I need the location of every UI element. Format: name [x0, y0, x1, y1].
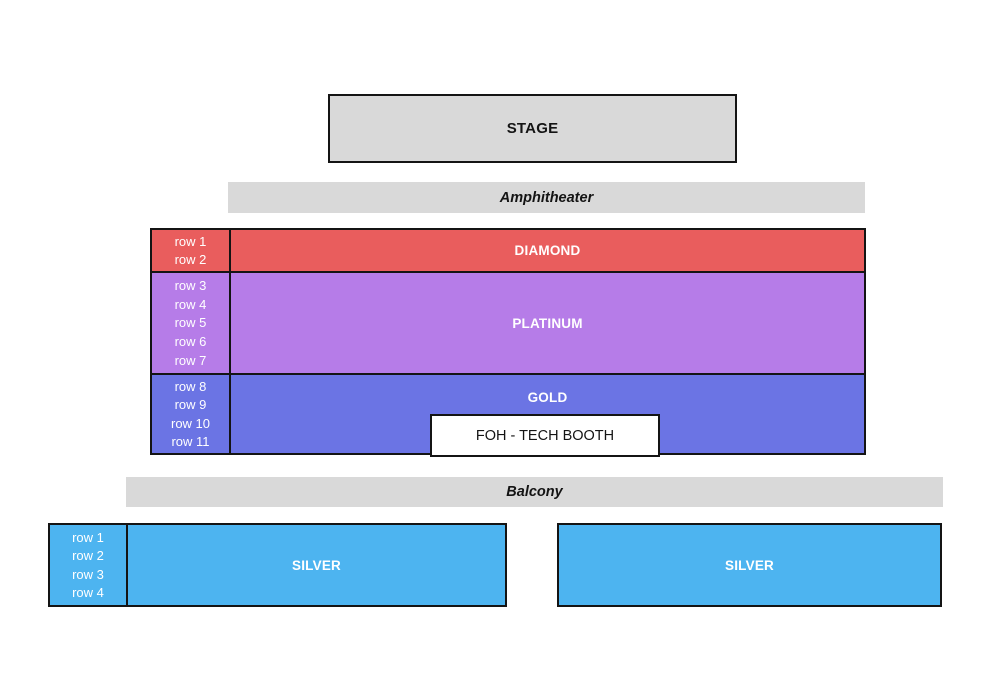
- row-label: row 9: [174, 397, 207, 413]
- row-label: row 5: [174, 315, 207, 331]
- row-label: row 2: [174, 252, 207, 267]
- diamond-label: DIAMOND: [514, 243, 581, 258]
- row-label: row 3: [174, 277, 207, 293]
- row-label: row 11: [171, 433, 210, 449]
- stage-label: STAGE: [506, 120, 559, 137]
- silver-right-label: SILVER: [725, 557, 774, 573]
- row-label: row 8: [174, 379, 207, 395]
- row-label: row 10: [170, 415, 211, 431]
- row-label: row 1: [174, 234, 207, 249]
- silver-left-area: SILVER: [128, 525, 505, 605]
- section-silver-right: SILVER: [557, 523, 942, 607]
- silver-left-row-labels: row 1 row 2 row 3 row 4: [50, 525, 128, 605]
- foh-tech-booth: FOH - TECH BOOTH: [430, 414, 660, 457]
- section-silver-left: row 1 row 2 row 3 row 4 SILVER: [48, 523, 507, 607]
- balcony-bar: Balcony: [126, 477, 943, 507]
- row-label: row 3: [72, 566, 104, 582]
- section-diamond: row 1 row 2 DIAMOND: [152, 230, 864, 271]
- row-label: row 7: [174, 353, 207, 369]
- amphitheater-seating-block: row 1 row 2 DIAMOND row 3 row 4 row 5 ro…: [150, 228, 866, 455]
- diamond-row-labels: row 1 row 2: [152, 230, 231, 271]
- row-label: row 4: [72, 585, 104, 601]
- balcony-label: Balcony: [506, 484, 563, 500]
- platinum-row-labels: row 3 row 4 row 5 row 6 row 7: [152, 273, 231, 373]
- gold-label: GOLD: [527, 390, 568, 405]
- platinum-area: PLATINUM: [231, 273, 864, 373]
- diamond-area: DIAMOND: [231, 230, 864, 271]
- silver-left-label: SILVER: [292, 557, 341, 573]
- row-label: row 2: [72, 548, 104, 564]
- section-platinum: row 3 row 4 row 5 row 6 row 7 PLATINUM: [152, 271, 864, 373]
- gold-area: GOLD: [231, 375, 864, 453]
- row-label: row 4: [174, 296, 207, 312]
- amphitheater-bar: Amphitheater: [228, 182, 865, 213]
- foh-tech-booth-label: FOH - TECH BOOTH: [475, 427, 615, 444]
- platinum-label: PLATINUM: [512, 315, 583, 331]
- row-label: row 1: [72, 529, 104, 545]
- row-label: row 6: [174, 334, 207, 350]
- gold-row-labels: row 8 row 9 row 10 row 11: [152, 375, 231, 453]
- amphitheater-label: Amphitheater: [499, 189, 594, 206]
- stage-box: STAGE: [328, 94, 737, 163]
- silver-right-area: SILVER: [559, 525, 940, 605]
